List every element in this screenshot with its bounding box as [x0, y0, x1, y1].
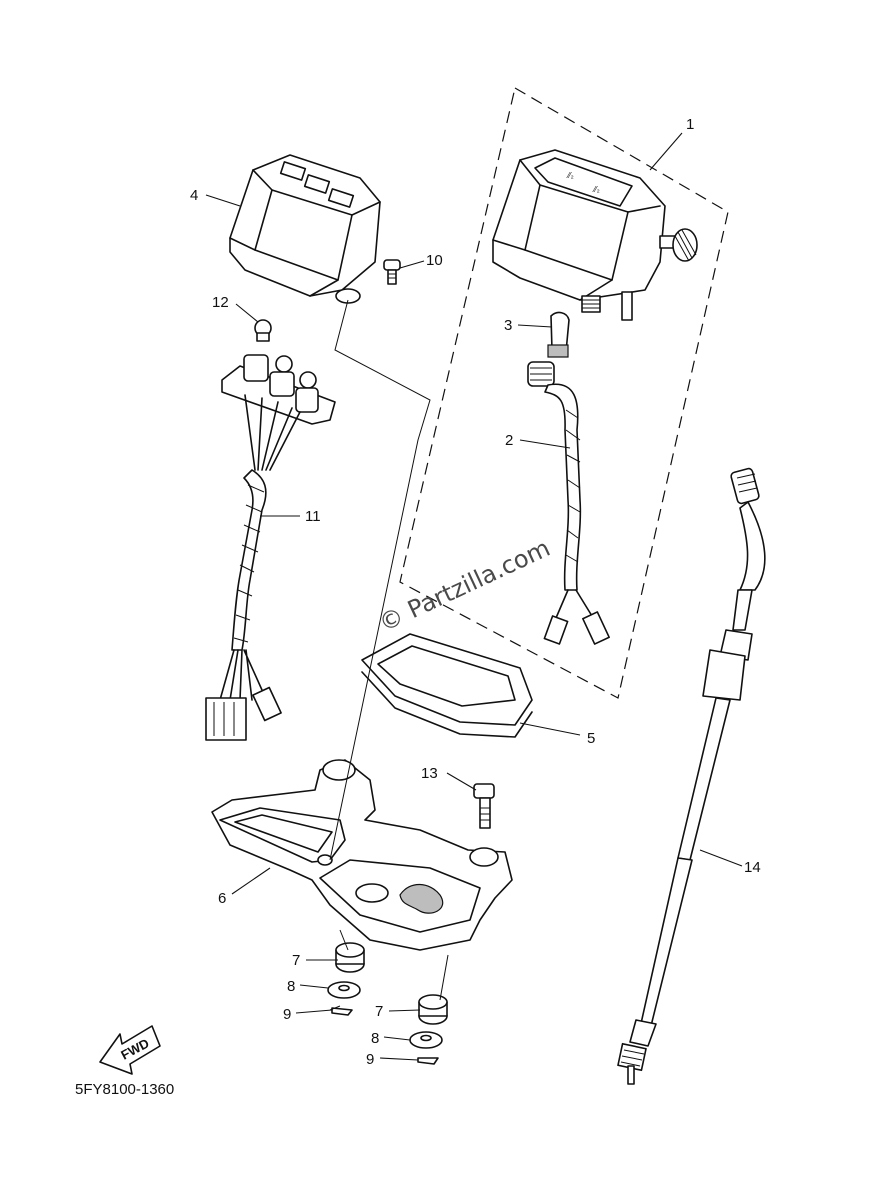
callout-8-left: 8 [287, 978, 295, 995]
meter-cover-4[interactable] [229, 154, 381, 304]
callout-7-left: 7 [292, 952, 300, 969]
gasket-5[interactable] [361, 633, 533, 738]
leader-lines [205, 132, 743, 1061]
collar-8-right[interactable] [409, 1031, 443, 1049]
screw-10[interactable] [383, 259, 401, 285]
bulb-3[interactable] [547, 311, 570, 358]
callout-6: 6 [218, 890, 226, 907]
callout-3: 3 [504, 317, 512, 334]
guide-line-left [329, 299, 431, 861]
speedometer-cable-14[interactable] [617, 467, 766, 1085]
part-code: 5FY8100-1360 [75, 1081, 174, 1098]
svg-text:⁄⁄₂: ⁄⁄₂ [592, 185, 600, 194]
bulb-12[interactable] [254, 319, 272, 342]
damper-7-right[interactable] [418, 994, 448, 1025]
callout-1: 1 [686, 116, 694, 133]
collar-8-left[interactable] [327, 981, 361, 999]
meter-bracket-6[interactable] [211, 759, 513, 951]
assembly-1-outline [399, 87, 729, 699]
damper-7-left[interactable] [335, 942, 365, 973]
meter-assembly[interactable]: ⁄⁄₂ ⁄⁄₂ [492, 149, 698, 321]
bolt-13[interactable] [473, 783, 495, 829]
watermark: © Partzilla.com [375, 534, 555, 638]
meter-lead-2[interactable] [527, 361, 610, 645]
svg-text:⁄⁄₂: ⁄⁄₂ [566, 171, 574, 180]
guide-line-9a [329, 1005, 341, 1011]
callout-10: 10 [426, 252, 443, 269]
callout-12: 12 [212, 294, 229, 311]
guide-line-7b [439, 954, 449, 1001]
guide-line-7a [339, 929, 349, 951]
callout-9-left: 9 [283, 1006, 291, 1023]
callout-8-right: 8 [371, 1030, 379, 1047]
meter-harness-11[interactable] [205, 354, 336, 741]
fwd-arrow-icon: FWD [99, 1025, 161, 1075]
callout-5: 5 [587, 730, 595, 747]
callout-13: 13 [421, 765, 438, 782]
callout-11: 11 [305, 508, 321, 525]
callout-14: 14 [744, 859, 761, 876]
callout-2: 2 [505, 432, 513, 449]
callout-4: 4 [190, 187, 198, 204]
clip-9-right[interactable] [417, 1057, 439, 1065]
clip-9-left[interactable] [331, 1007, 353, 1016]
callout-9-right: 9 [366, 1051, 374, 1068]
callout-7-right: 7 [375, 1003, 383, 1020]
